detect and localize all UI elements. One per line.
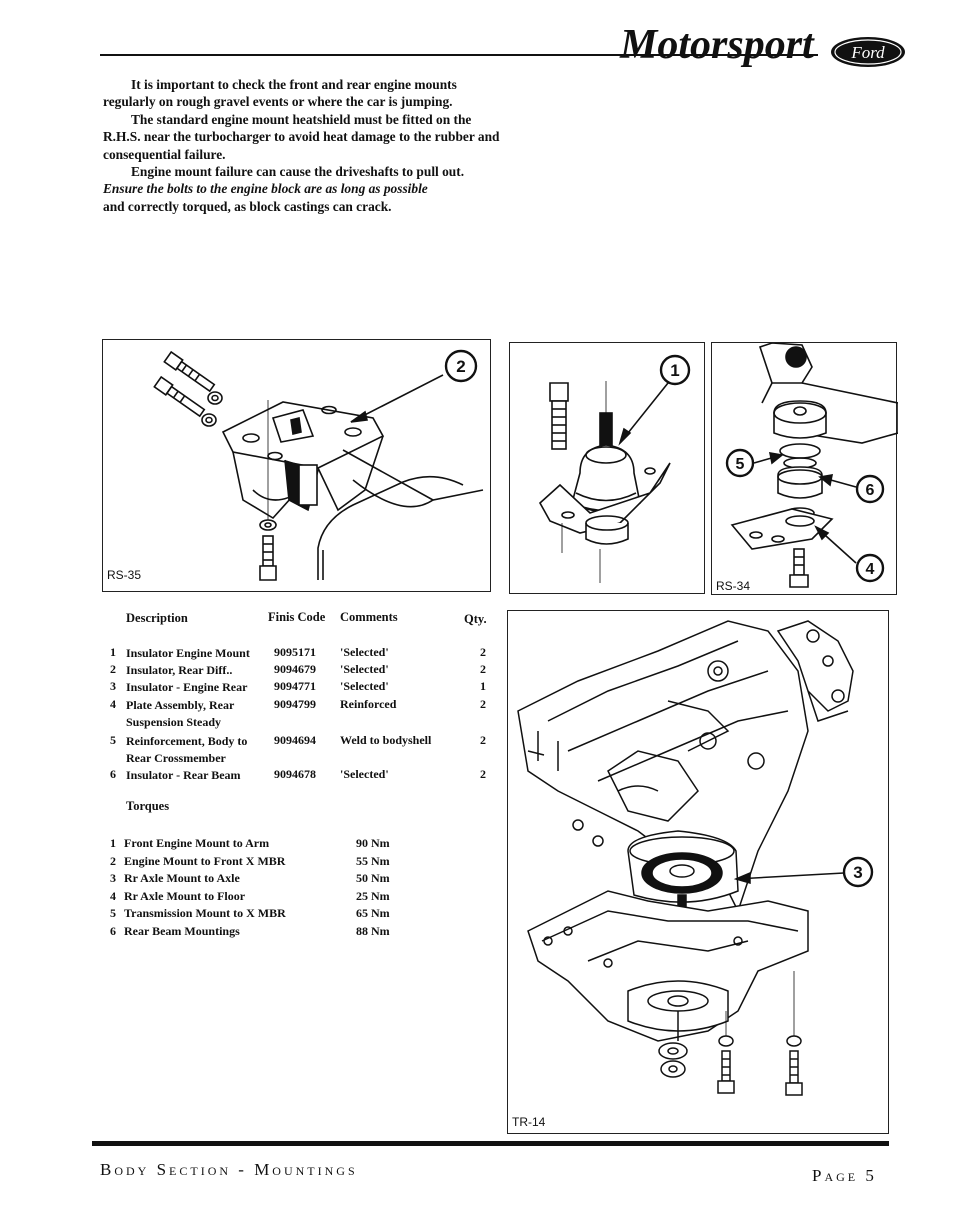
figure-rs34: 5 6 4 RS-34 bbox=[711, 342, 898, 595]
row-number: 4 bbox=[110, 697, 116, 711]
footer-page-number: Page 5 bbox=[812, 1166, 877, 1185]
torque-name: Front Engine Mount to Arm bbox=[124, 836, 270, 850]
figure-tr14: 3 TR-14 bbox=[507, 610, 889, 1134]
row-comments: Reinforced bbox=[340, 697, 397, 711]
rs35-drawing: 2 bbox=[153, 349, 484, 581]
ford-oval-text: Ford bbox=[850, 43, 885, 62]
row-qty: 2 bbox=[480, 697, 486, 711]
row-description: Plate Assembly, Rear Suspension Steady bbox=[126, 698, 235, 729]
torque-value: 65 Nm bbox=[356, 906, 390, 920]
torque-name: Rr Axle Mount to Floor bbox=[124, 889, 246, 903]
row-description: Insulator - Rear Beam bbox=[126, 768, 241, 782]
torque-number: 3 bbox=[110, 871, 116, 885]
row-number: 6 bbox=[110, 767, 116, 781]
header-code: Finis Code bbox=[268, 610, 326, 624]
intro-paragraph-1: It is important to check the front and r… bbox=[103, 77, 457, 110]
tr14-label: TR-14 bbox=[512, 1115, 546, 1129]
rs34-callout-6: 6 bbox=[866, 482, 875, 499]
row-number: 5 bbox=[110, 733, 116, 747]
torque-number: 1 bbox=[110, 836, 116, 850]
torque-name: Rear Beam Mountings bbox=[124, 924, 240, 938]
row-comments: 'Selected' bbox=[340, 645, 389, 659]
rs34-label: RS-34 bbox=[716, 579, 751, 593]
torque-number: 6 bbox=[110, 924, 116, 938]
row-number: 2 bbox=[110, 662, 116, 676]
torque-number: 5 bbox=[110, 906, 116, 920]
row-comments: 'Selected' bbox=[340, 679, 389, 693]
torque-value: 55 Nm bbox=[356, 854, 390, 868]
row-qty: 2 bbox=[480, 662, 486, 676]
header-description: Description bbox=[126, 611, 188, 625]
motorsport-ford-logo: Motorsport Ford bbox=[618, 22, 905, 68]
row-description: Insulator, Rear Diff.. bbox=[126, 663, 233, 677]
row-code: 9094694 bbox=[274, 733, 316, 747]
row-qty: 2 bbox=[480, 767, 486, 781]
header-rule bbox=[100, 54, 620, 56]
torque-number: 4 bbox=[110, 889, 116, 903]
torques-heading: Torques bbox=[126, 799, 170, 813]
intro-paragraph-4: Ensure the bolts to the engine block are… bbox=[103, 181, 428, 197]
row-qty: 2 bbox=[480, 733, 486, 747]
torque-value: 50 Nm bbox=[356, 871, 390, 885]
row-code: 9095171 bbox=[274, 645, 316, 659]
rs35-callout-2: 2 bbox=[456, 357, 465, 376]
torque-value: 90 Nm bbox=[356, 836, 390, 850]
torque-name: Transmission Mount to X MBR bbox=[124, 906, 286, 920]
torque-number: 2 bbox=[110, 854, 116, 868]
torque-name: Engine Mount to Front X MBR bbox=[124, 854, 286, 868]
tr14-drawing: 3 bbox=[517, 620, 874, 1096]
row-code: 9094679 bbox=[274, 662, 316, 676]
row-number: 1 bbox=[110, 645, 116, 659]
row-code: 9094678 bbox=[274, 767, 316, 781]
rs34-callout-5: 5 bbox=[736, 456, 745, 473]
row-number: 3 bbox=[110, 679, 116, 693]
intro-paragraph-3: Engine mount failure can cause the drive… bbox=[131, 164, 465, 180]
row-qty: 2 bbox=[480, 645, 486, 659]
row-description: Insulator - Engine Rear bbox=[126, 680, 248, 694]
row-comments: 'Selected' bbox=[340, 767, 389, 781]
header-comments: Comments bbox=[340, 610, 398, 624]
row-qty: 1 bbox=[480, 679, 486, 693]
rs34-callout-4: 4 bbox=[866, 561, 875, 578]
row-comments: Weld to bodyshell bbox=[340, 733, 432, 747]
row-description: Reinforcement, Body to Rear Crossmember bbox=[126, 734, 248, 765]
intro-paragraph-5: and correctly torqued, as block castings… bbox=[103, 198, 392, 214]
torque-name: Rr Axle Mount to Axle bbox=[124, 871, 240, 885]
row-code: 9094799 bbox=[274, 697, 316, 711]
footer-rule bbox=[92, 1141, 889, 1146]
rs34-drawing: 5 6 4 bbox=[725, 343, 898, 588]
brand-script: Motorsport bbox=[619, 22, 815, 68]
torque-value: 88 Nm bbox=[356, 924, 390, 938]
figure-front-mount: 1 bbox=[509, 342, 705, 594]
figure-rs35: 2 RS-35 bbox=[102, 339, 491, 592]
mount-callout-1: 1 bbox=[670, 361, 679, 380]
intro-text: It is important to check the front and r… bbox=[103, 76, 503, 215]
intro-paragraph-2: The standard engine mount heatshield mus… bbox=[103, 111, 500, 162]
footer-section-title: Body Section - Mountings bbox=[100, 1160, 358, 1179]
header-qty: Qty. bbox=[464, 612, 487, 626]
row-description: Insulator Engine Mount bbox=[126, 646, 250, 660]
row-code: 9094771 bbox=[274, 679, 316, 693]
torque-value: 25 Nm bbox=[356, 889, 390, 903]
row-comments: 'Selected' bbox=[340, 662, 389, 676]
tr14-callout-3: 3 bbox=[853, 863, 862, 882]
rs35-label: RS-35 bbox=[107, 568, 142, 582]
front-mount-drawing: 1 bbox=[538, 354, 691, 583]
